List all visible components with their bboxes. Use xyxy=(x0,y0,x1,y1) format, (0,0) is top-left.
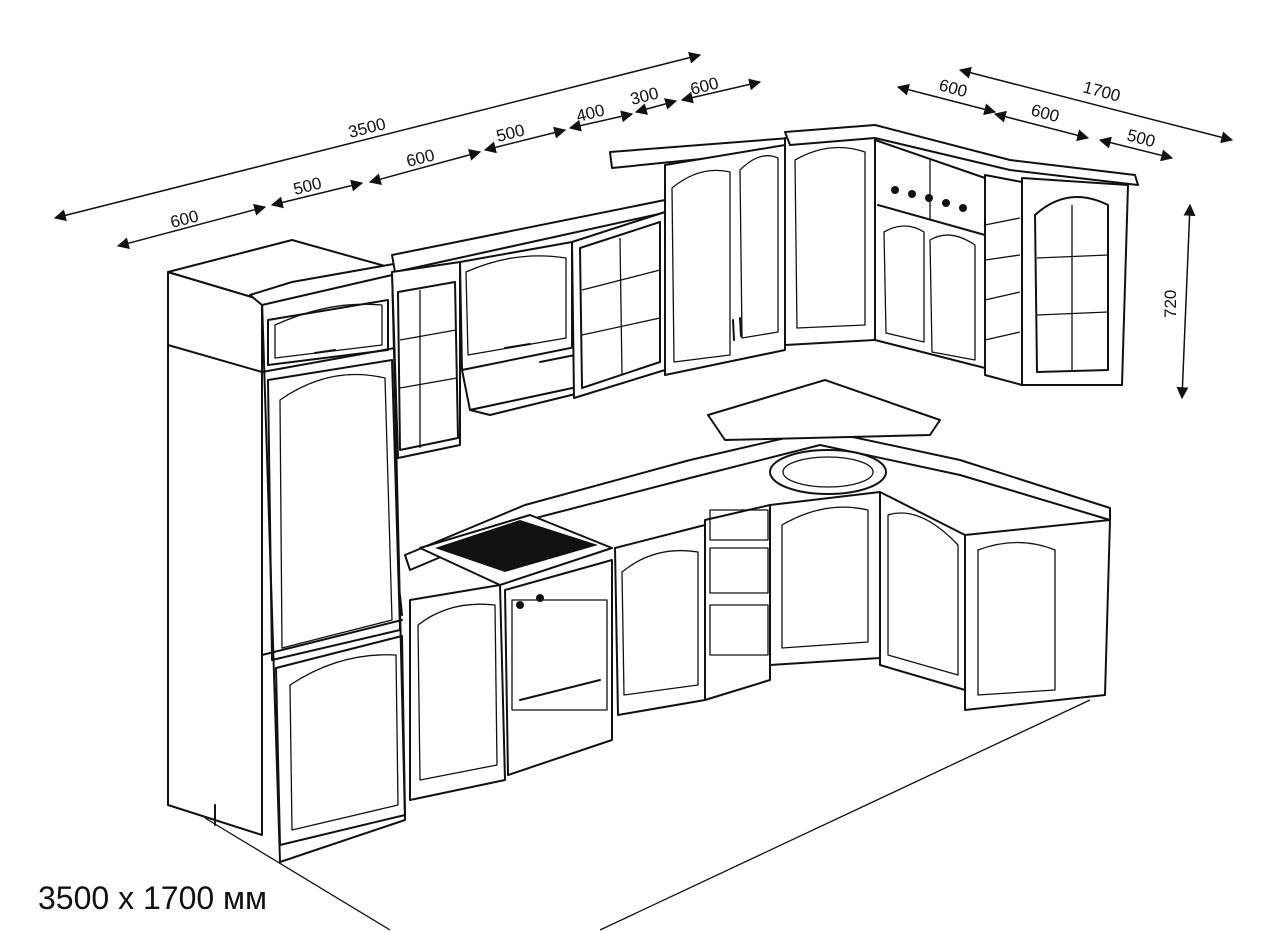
dim-right-seg-2: 600 xyxy=(1029,101,1061,127)
upper-cabinets-right xyxy=(784,124,1139,386)
dim-left-seg-5: 400 xyxy=(574,101,606,126)
stove xyxy=(419,514,613,776)
dim-left-seg-1: 600 xyxy=(168,207,200,232)
dim-height: 720 xyxy=(1161,290,1180,318)
dim-wall-right-total: 1700 xyxy=(1081,78,1122,106)
floor-outline xyxy=(204,699,1091,931)
dim-right-seg-1: 600 xyxy=(937,76,969,102)
lower-cabinets xyxy=(404,379,1111,801)
dim-left-seg-7: 600 xyxy=(688,74,720,99)
dim-wall-left-total: 3500 xyxy=(346,114,387,142)
dim-left-seg-2: 500 xyxy=(291,174,323,199)
kitchen-size-caption: 3500 x 1700 мм xyxy=(38,880,268,916)
dim-left-seg-6: 300 xyxy=(628,84,660,109)
tall-cabinet xyxy=(167,239,406,863)
dimension-lines xyxy=(53,51,1234,400)
dim-left-seg-4: 500 xyxy=(494,121,526,146)
dim-left-seg-3: 600 xyxy=(404,146,436,171)
bottle-rack xyxy=(891,186,967,212)
